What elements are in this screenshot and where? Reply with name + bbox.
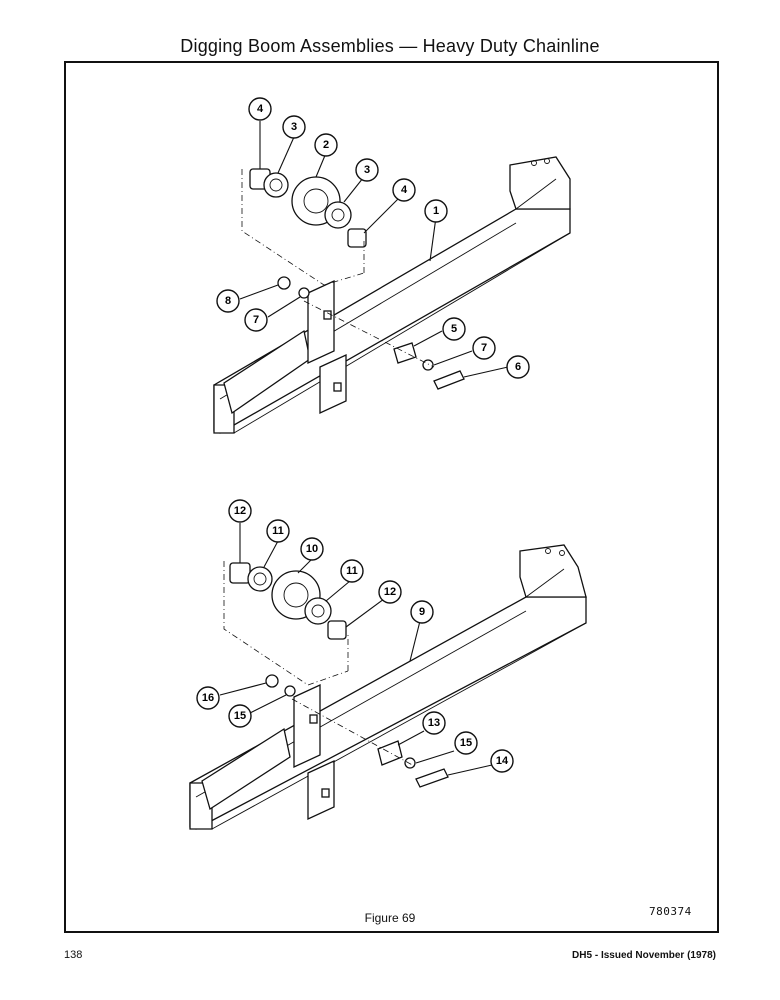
- lower-boom-assembly: 12 11 10 11 12 9 16 15 1: [189, 499, 587, 830]
- callout-12-lower-left: 12: [228, 499, 252, 523]
- callout-3-upper-left: 3: [282, 115, 306, 139]
- issue-line: DH5 - Issued November (1978): [572, 950, 716, 961]
- drawing-number: 780374: [649, 905, 692, 918]
- callout-2-upper: 2: [314, 133, 338, 157]
- callout-12-lower-right: 12: [378, 580, 402, 604]
- svg-text:4: 4: [401, 184, 408, 196]
- figure-caption: Figure 69: [364, 911, 416, 925]
- svg-text:4: 4: [257, 103, 264, 115]
- svg-text:7: 7: [253, 314, 259, 326]
- svg-text:1: 1: [433, 205, 439, 217]
- upper-left-hardware: [277, 276, 310, 299]
- upper-boom-tube: [213, 156, 571, 434]
- lower-sprocket-stack: [223, 561, 349, 686]
- svg-text:3: 3: [364, 164, 370, 176]
- upper-right-hardware: [303, 300, 465, 390]
- svg-text:10: 10: [306, 543, 318, 555]
- svg-text:7: 7: [481, 342, 487, 354]
- callout-11-lower-right: 11: [340, 559, 364, 583]
- svg-text:8: 8: [225, 295, 231, 307]
- lower-left-hardware: [265, 674, 296, 697]
- callout-16: 16: [196, 686, 220, 710]
- callout-7-upper-right: 7: [472, 336, 496, 360]
- svg-text:13: 13: [428, 717, 440, 729]
- callout-15-lower-left: 15: [228, 704, 252, 728]
- svg-text:14: 14: [496, 755, 509, 767]
- svg-text:5: 5: [451, 323, 457, 335]
- svg-text:2: 2: [323, 139, 329, 151]
- callout-13: 13: [422, 711, 446, 735]
- callout-1: 1: [424, 199, 448, 223]
- parts-drawing: 4 3 2 3 4 1 8 7 5: [64, 61, 719, 933]
- callout-14: 14: [490, 749, 514, 773]
- upper-boom-assembly: 4 3 2 3 4 1 8 7 5: [213, 97, 571, 434]
- callout-3-upper-right: 3: [355, 158, 379, 182]
- upper-sprocket-stack: [241, 168, 367, 286]
- lower-leaders: [219, 523, 493, 776]
- callout-10: 10: [300, 537, 324, 561]
- callout-15-lower-right: 15: [454, 731, 478, 755]
- callout-11-lower-left: 11: [266, 519, 290, 543]
- svg-text:16: 16: [202, 692, 214, 704]
- callout-6: 6: [506, 355, 530, 379]
- page-number: 138: [64, 949, 83, 961]
- figure-frame: [64, 61, 719, 933]
- callout-4-upper-left: 4: [248, 97, 272, 121]
- callout-4-upper-right: 4: [392, 178, 416, 202]
- callout-7-upper-left: 7: [244, 308, 268, 332]
- callout-5: 5: [442, 317, 466, 341]
- svg-text:3: 3: [291, 121, 297, 133]
- callout-8: 8: [216, 289, 240, 313]
- svg-text:12: 12: [384, 586, 396, 598]
- svg-text:15: 15: [234, 710, 246, 722]
- lower-boom-tube: [189, 544, 587, 830]
- svg-text:15: 15: [460, 737, 472, 749]
- svg-text:11: 11: [346, 565, 358, 577]
- svg-text:6: 6: [515, 361, 521, 373]
- svg-text:11: 11: [272, 525, 284, 537]
- lower-right-hardware: [291, 698, 449, 788]
- callout-9: 9: [410, 600, 434, 624]
- svg-text:9: 9: [419, 606, 425, 618]
- page-title: Digging Boom Assemblies — Heavy Duty Cha…: [180, 36, 600, 56]
- svg-text:12: 12: [234, 505, 246, 517]
